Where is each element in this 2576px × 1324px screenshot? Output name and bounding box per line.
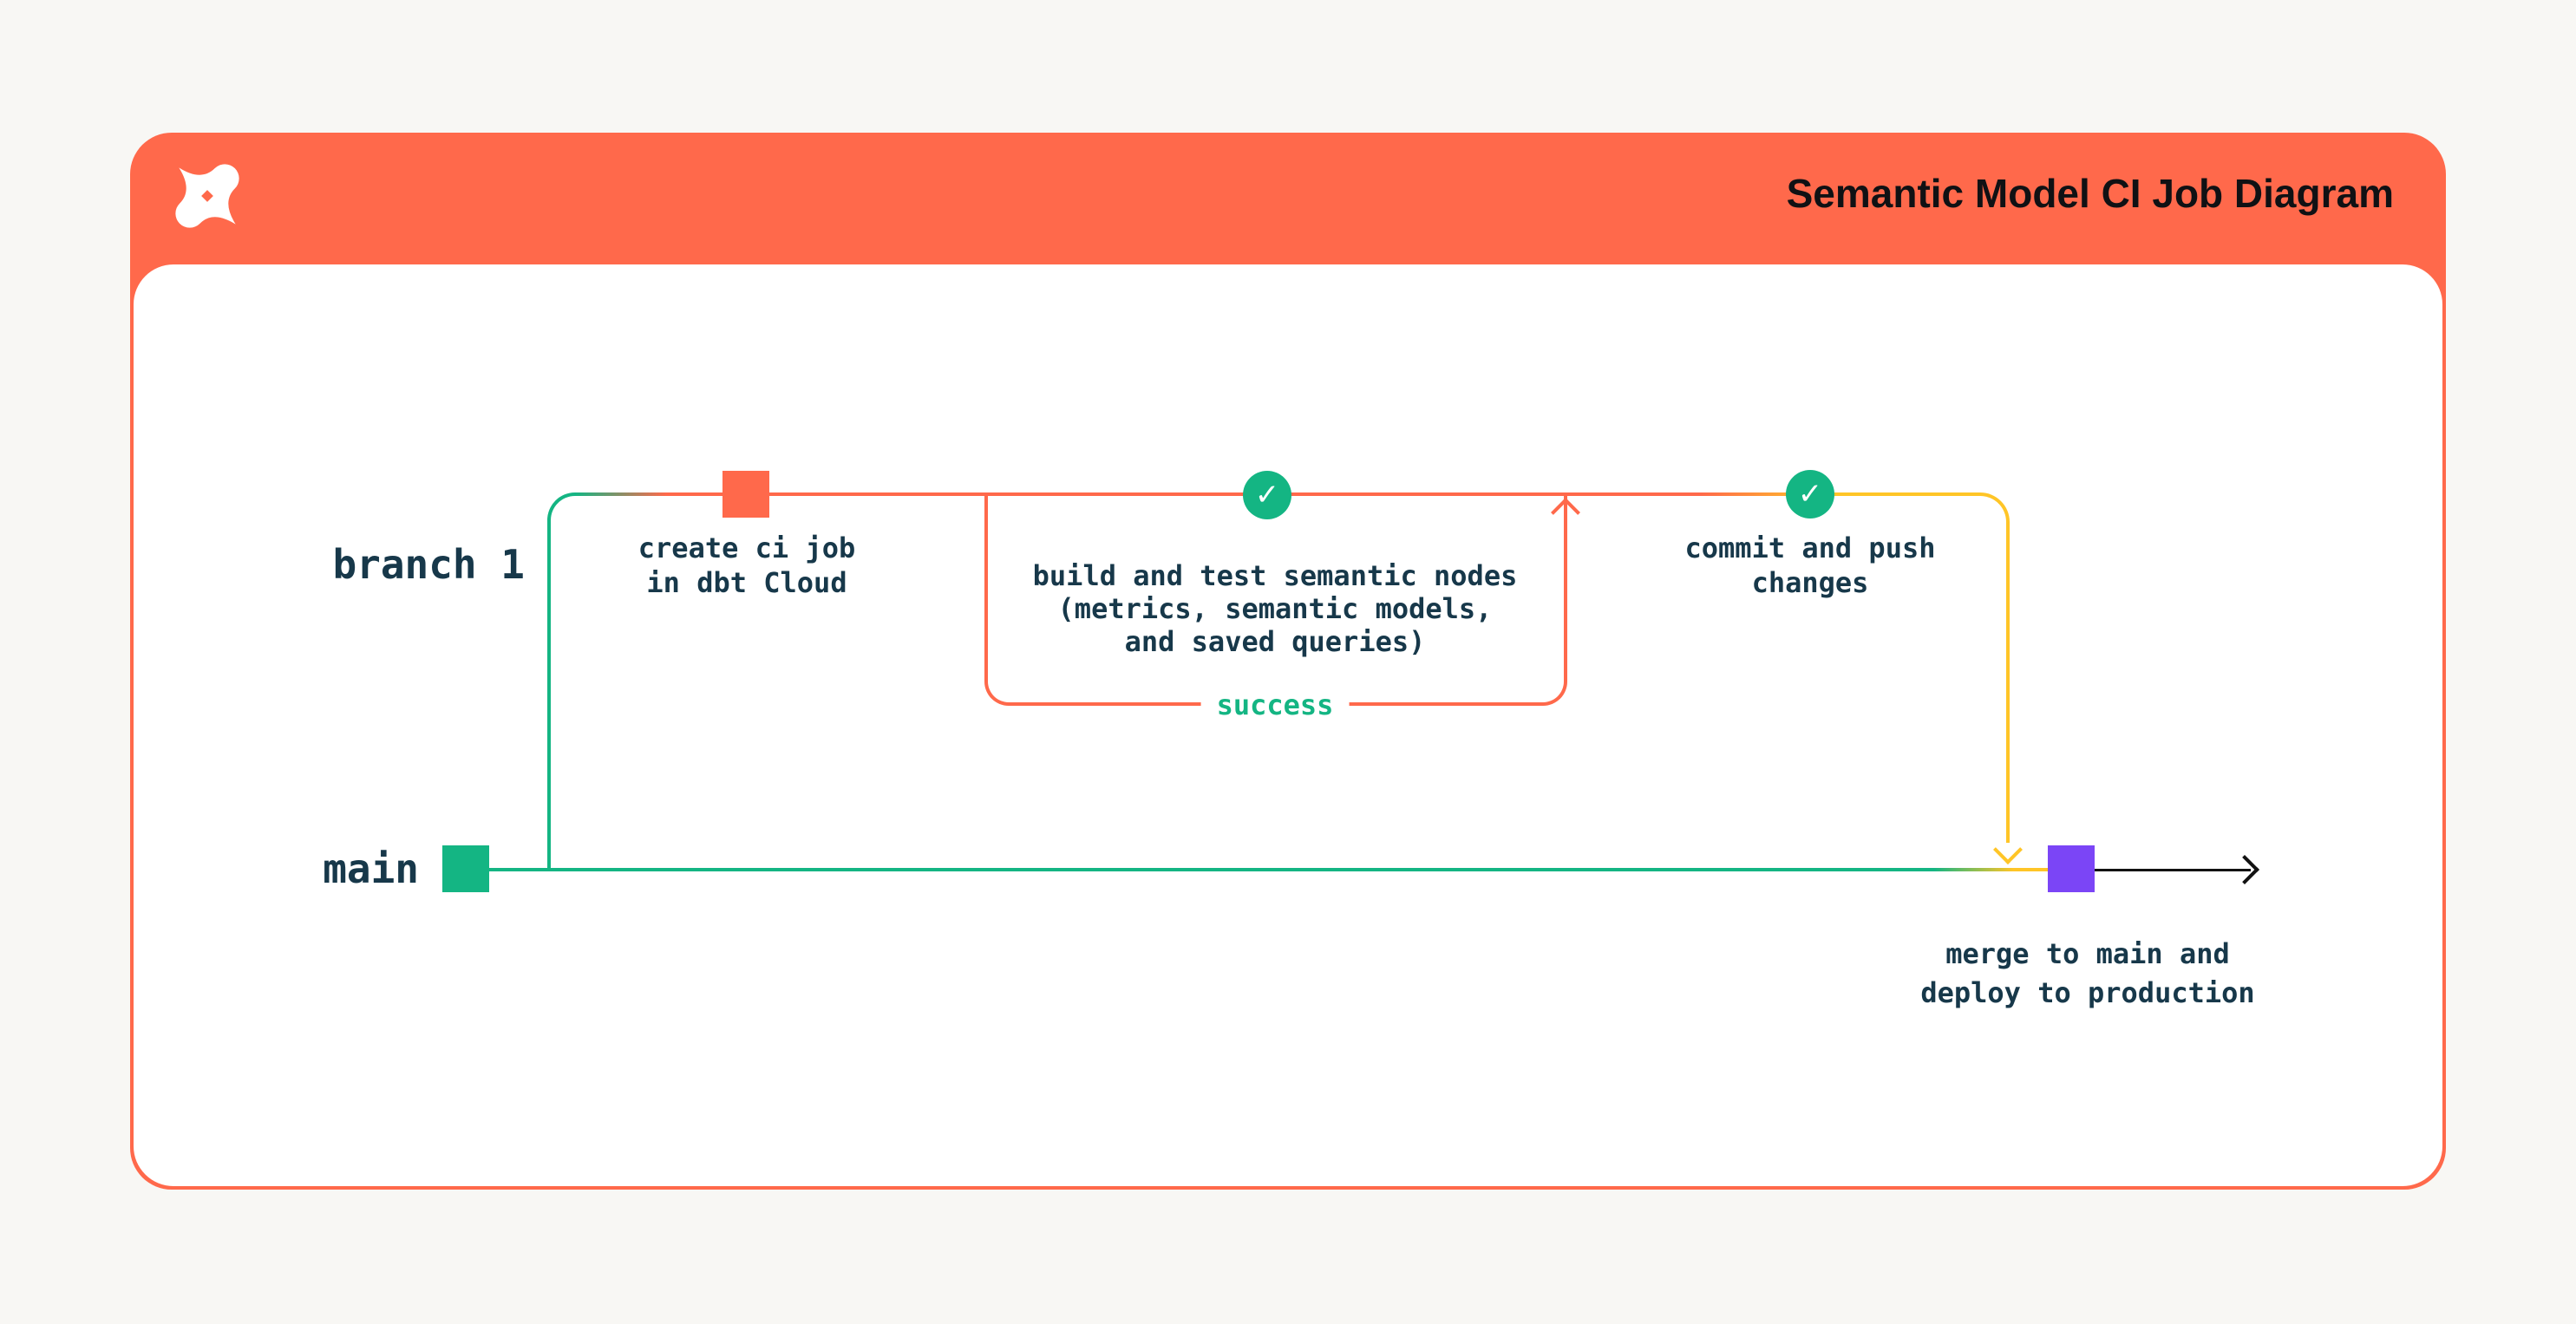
- merge-node: [2048, 845, 2095, 892]
- main-line: [466, 868, 2048, 871]
- step-merge-deploy-label: merge to main and deploy to production: [1920, 935, 2254, 1013]
- diagram-card: [130, 133, 2446, 1190]
- step-line: create ci job: [637, 532, 856, 564]
- step-line: deploy to production: [1920, 976, 2255, 1009]
- production-line: [2095, 869, 2251, 871]
- step-build-test-label: build and test semantic nodes (metrics, …: [1033, 559, 1518, 658]
- dbt-logo-icon: [175, 164, 239, 228]
- page-title: Semantic Model CI Job Diagram: [1786, 171, 2394, 216]
- step-line: merge to main and: [1945, 937, 2230, 970]
- diagram-canvas: [134, 264, 2442, 1186]
- success-label: success: [1200, 688, 1350, 722]
- merge-vertical-connector: [2006, 525, 2010, 843]
- main-lane-label: main: [323, 845, 419, 892]
- step-line: (metrics, semantic models,: [1057, 592, 1493, 625]
- check-icon: ✓: [1786, 470, 1834, 519]
- step-line: commit and push: [1684, 532, 1936, 564]
- branch-lane-label: branch 1: [332, 541, 525, 588]
- step-line: and saved queries): [1124, 625, 1426, 658]
- step-create-ci-job-label: create ci job in dbt Cloud: [638, 531, 855, 600]
- check-icon: ✓: [1243, 471, 1291, 519]
- step-line: in dbt Cloud: [646, 566, 847, 599]
- step-line: build and test semantic nodes: [1032, 559, 1518, 592]
- create-ci-job-node: [722, 471, 769, 518]
- main-commit-node: [442, 845, 489, 892]
- step-line: changes: [1751, 566, 1869, 599]
- step-commit-push-label: commit and push changes: [1685, 531, 1936, 600]
- branch-vertical-connector: [547, 519, 551, 870]
